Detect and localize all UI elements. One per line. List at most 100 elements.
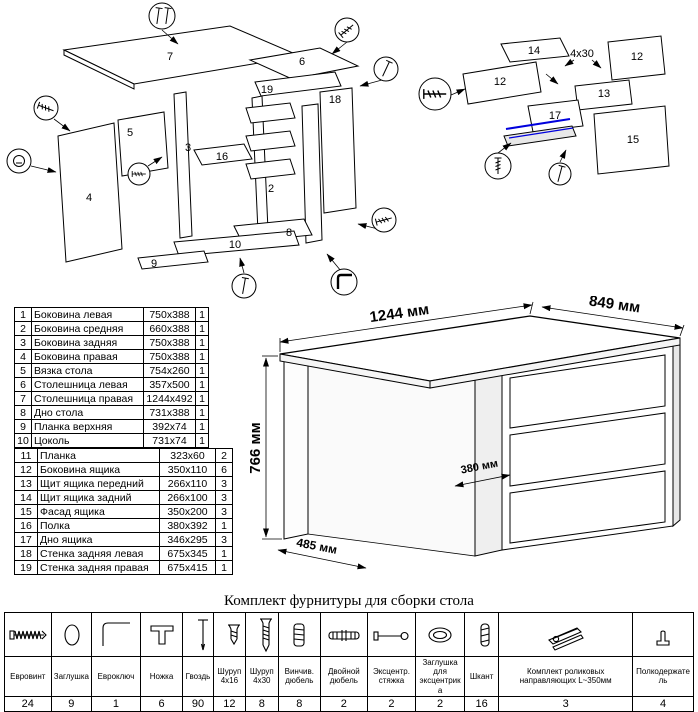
part-num: 12 [14,462,38,477]
drawer-box-2 [245,130,296,152]
part-qty: 6 [215,462,233,477]
part-label-4: 4 [86,192,92,204]
shelf-panel [193,143,253,166]
desk-exploded-labels: 7 6 19 18 5 3 16 2 4 8 10 9 [86,51,341,270]
hw-name: Эксцентр. стяжка [366,656,417,697]
hw-name: Двойной дюбель [320,656,368,697]
part-num: 15 [14,504,38,519]
drawer-label-13: 13 [598,88,610,100]
part-size: 750x388 [143,307,196,322]
shelf-pin-icon [656,629,670,646]
part-label-9: 9 [151,258,157,270]
part-name: Стенка задняя левая [37,546,160,561]
part-size: 660x388 [143,321,196,336]
cam-cap-icon [428,626,452,643]
hw-qty: 8 [245,695,279,712]
part-name: Стенка задняя правая [37,560,160,575]
panel-top-left-edge [63,49,135,90]
part-size: 346x295 [159,532,216,547]
part-qty: 1 [195,419,209,434]
desk-exploded-diagram: 7 6 19 18 5 3 16 2 4 8 10 9 [6,2,399,299]
panel-top-right [248,47,360,80]
leg-icon [149,624,174,645]
desk-exploded-callouts [6,2,399,299]
panel-plinth [173,230,300,257]
hw-qty: 8 [277,695,322,712]
part-qty: 1 [195,391,209,406]
drawer-labels: 14 12 12 4x30 13 17 15 [494,45,643,146]
part-size: 357x500 [143,377,196,392]
hw-name: Заглушка для эксцентрика [415,656,465,697]
hw-cell-double-dowel [320,612,368,657]
callout-euro-screw [418,77,452,111]
hw-name: Шуруп 4x16 [212,656,247,697]
panel-side-left [57,122,123,263]
cap-icon [64,623,80,646]
part-num: 11 [14,448,38,463]
hw-name: Полкодержатель [632,656,694,697]
panel-top-left [62,25,302,85]
dim-depth: 849 мм [588,296,641,317]
drawer-callouts [418,77,572,186]
drawer-back [500,37,570,63]
part-label-7: 7 [167,51,173,63]
hw-cell-cam-cap [415,612,465,657]
callout-cam [6,148,32,174]
part-qty: 1 [215,518,233,533]
part-num: 3 [14,335,32,350]
drawer-box-3 [245,158,296,180]
callout-nails [148,2,176,30]
hardware-table: Евровинт Заглушка Евроключ Ножка Гвоздь … [4,612,694,712]
part-size: 323x60 [159,448,216,463]
callout-screw-1 [334,17,360,43]
part-label-6: 6 [299,56,305,68]
part-qty: 1 [195,349,209,364]
drawer-front-2 [509,412,666,487]
callout-screw-6 [371,207,397,233]
callout-nail-5 [231,273,257,299]
part-qty: 1 [195,363,209,378]
part-size: 731x74 [143,433,196,448]
hw-name: Гвоздь [182,656,214,697]
hardware-icons-row [4,612,694,657]
hw-qty: 2 [415,695,465,712]
desk-body [279,315,681,557]
part-num: 8 [14,405,32,420]
part-name: Щит ящика задний [37,490,160,505]
desk-exploded-leaders [30,29,383,274]
drawer-panels [462,35,670,175]
part-qty: 3 [215,476,233,491]
hw-name: Шуруп 4x30 [245,656,279,697]
part-size: 350x110 [159,462,216,477]
callout-nail [548,162,572,186]
part-name: Боковина правая [31,349,144,364]
part-size: 750x388 [143,335,196,350]
hw-qty: 4 [632,695,694,712]
screw-large-icon [260,617,273,652]
part-name: Столешница левая [31,377,144,392]
callout-hexkey [330,268,358,296]
drawer-label-17: 17 [549,110,561,122]
panel-back-mid [173,91,193,239]
hw-qty: 9 [50,695,93,712]
part-size: 731x388 [143,405,196,420]
hw-name: Ножка [139,656,184,697]
panel-back-strip [254,71,342,97]
dim-height: 766 мм [250,422,264,473]
part-label-3: 3 [185,142,191,154]
part-num: 2 [14,321,32,336]
drawer-label-14: 14 [528,45,540,57]
part-label-19: 19 [261,84,273,96]
